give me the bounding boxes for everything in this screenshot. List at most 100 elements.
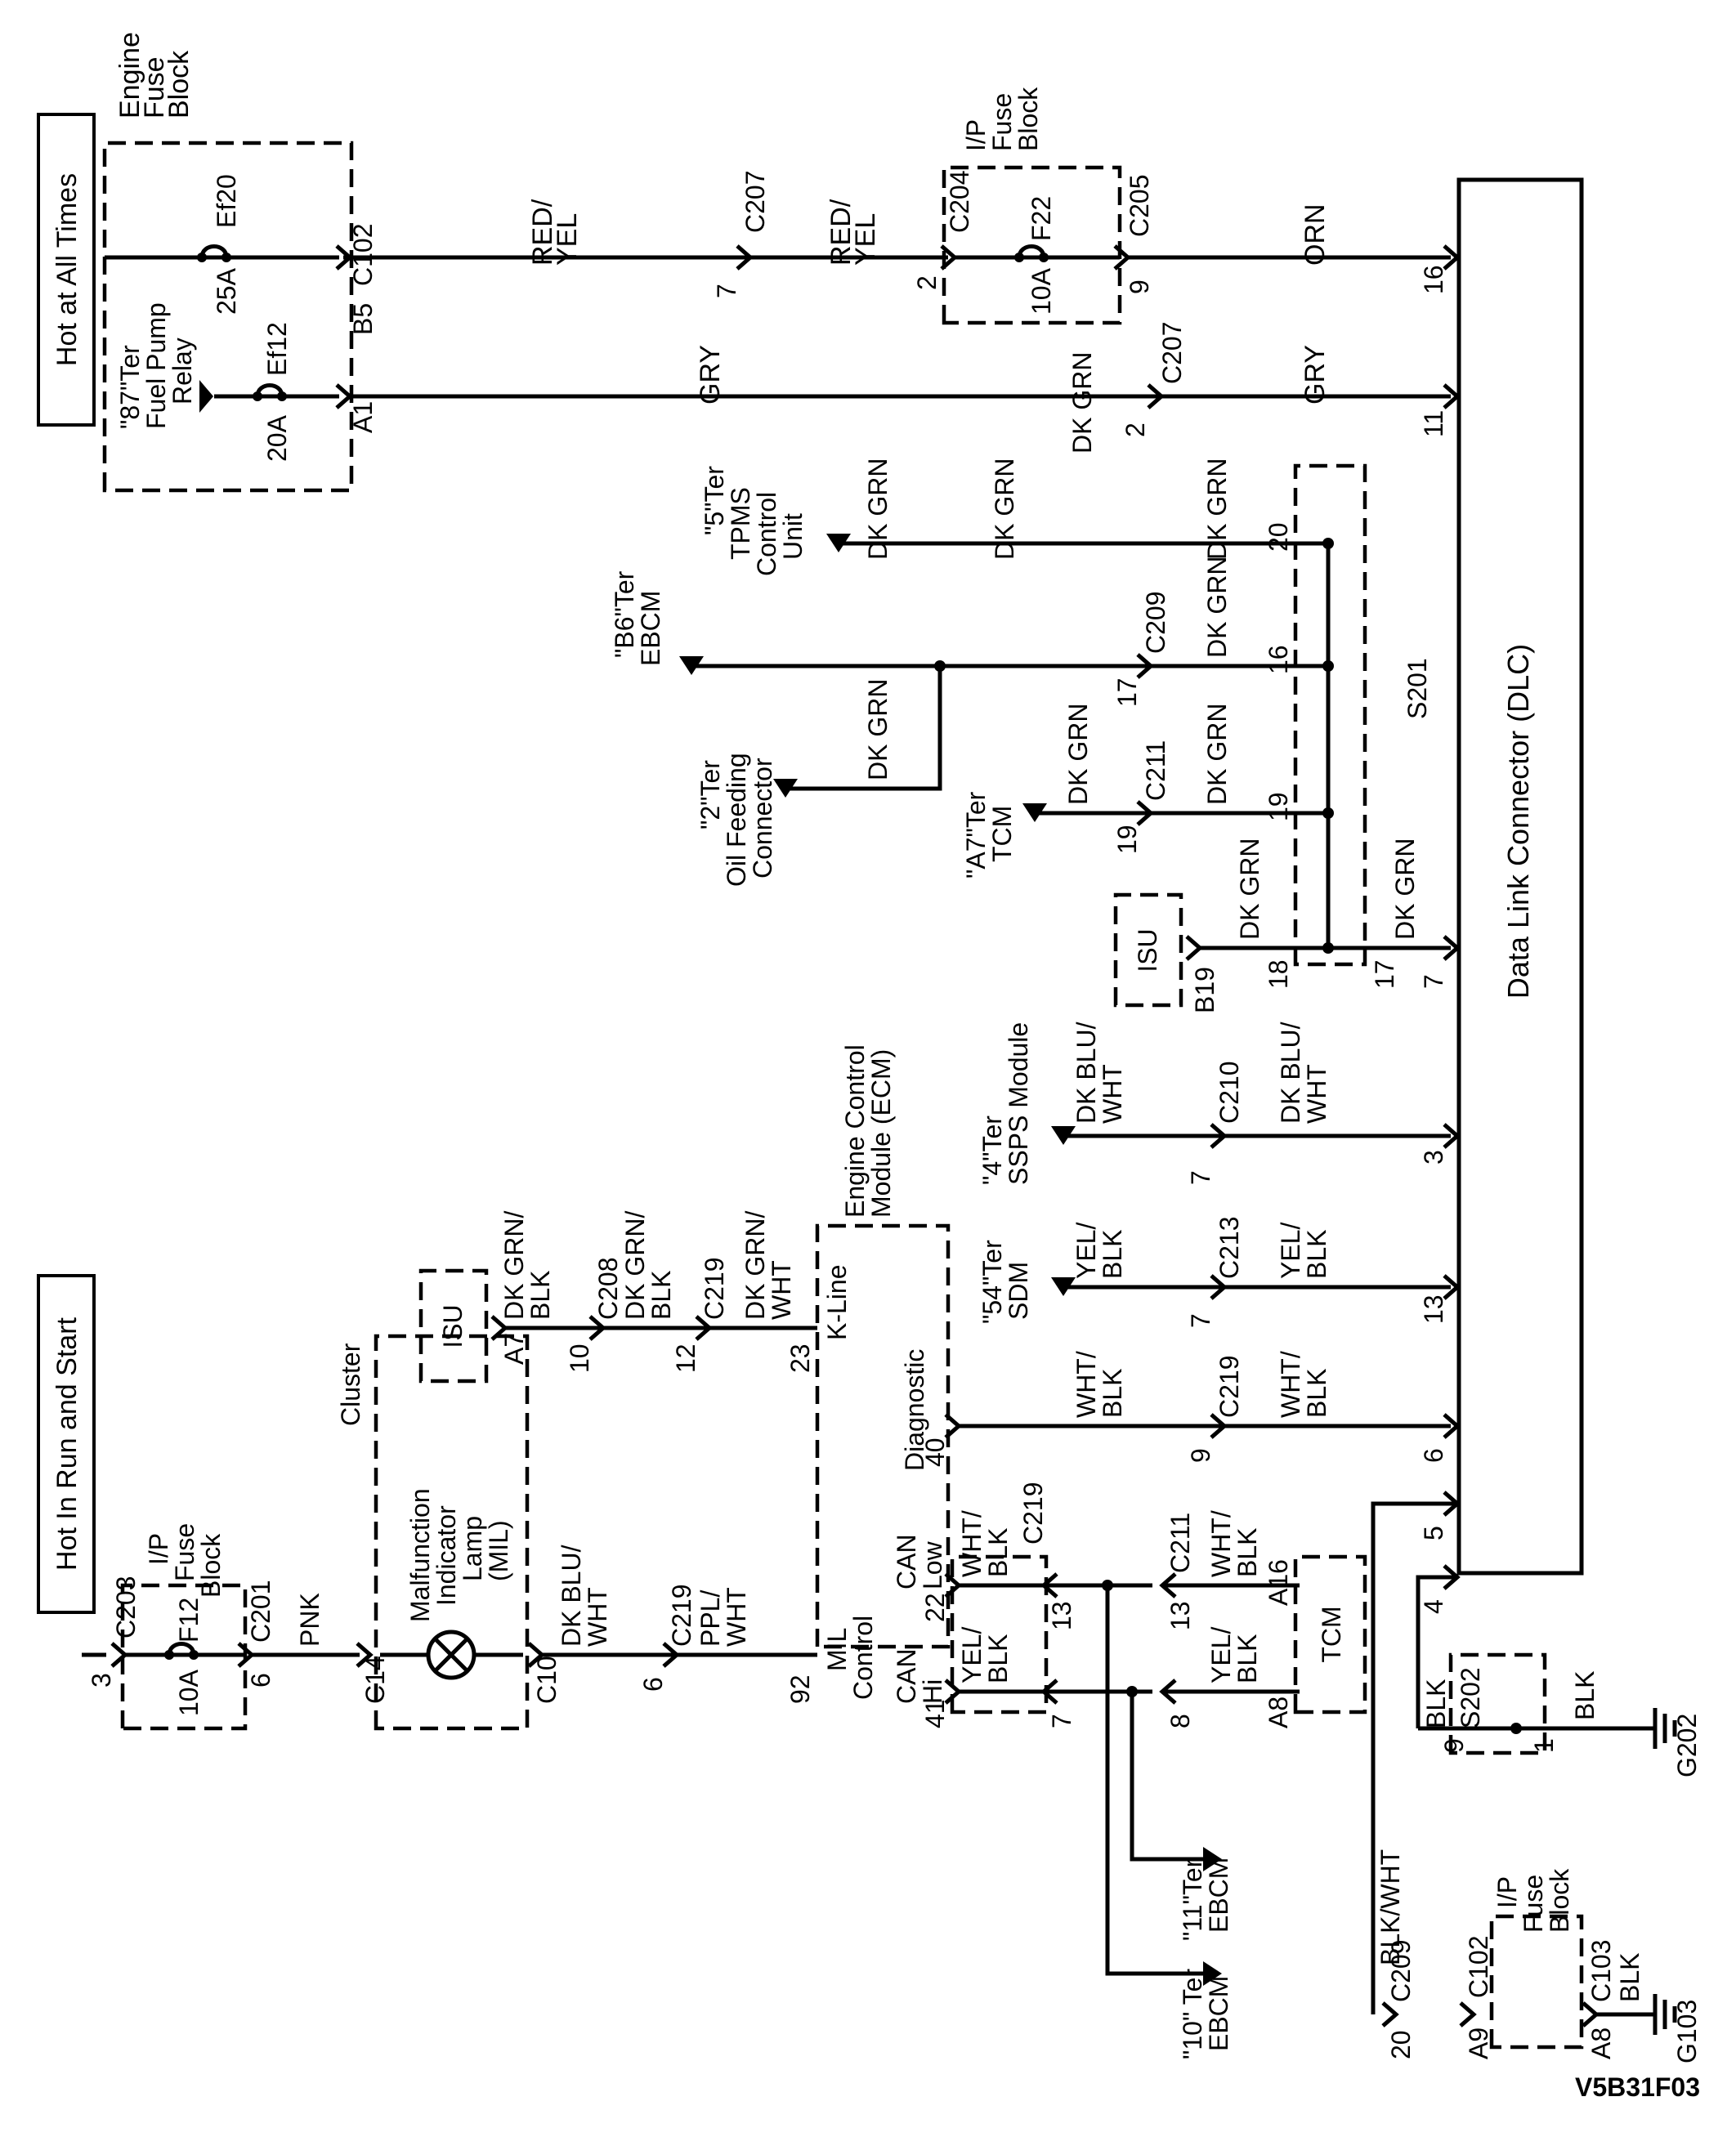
ebcm-11-arrow-icon <box>1203 1847 1222 1871</box>
c209-pin-17: 17 <box>1112 677 1142 707</box>
c201-label: C201 <box>246 1580 275 1643</box>
f22-rating: 10A <box>1027 267 1056 315</box>
s201-pin-18: 18 <box>1264 959 1293 989</box>
cluster-label: Cluster <box>336 1343 365 1426</box>
dlc-7-wire-label: DK GRN <box>1390 838 1420 940</box>
orn-label: ORN <box>1300 203 1331 266</box>
sdm-wire-label-1: YEL/ <box>1072 1223 1101 1279</box>
c209-label-gnd: C209 <box>1386 1940 1416 2003</box>
oil-feeding-label-2: Oil Feeding <box>722 753 751 887</box>
s201-pin-19: 19 <box>1264 792 1293 821</box>
c211-pin-8: 8 <box>1166 1714 1195 1728</box>
tpms-top-wire-label: DK GRN <box>1067 352 1097 454</box>
ecm-label-1: Engine Control <box>840 1044 870 1218</box>
gry-label-1: GRY <box>695 345 726 405</box>
red-yel-label-4: YEL <box>850 213 881 266</box>
ssps-wire-label-2: WHT <box>1098 1064 1127 1124</box>
g103-ground-icon <box>1653 1994 1677 2035</box>
tcm-a7-label-2: TCM <box>987 806 1017 862</box>
c219-pin-6: 6 <box>638 1677 668 1692</box>
red-yel-label-3: RED/ <box>825 199 857 266</box>
c103-a8-pin: A8 <box>1586 2027 1616 2059</box>
engine-fuse-block-label-3: Block <box>163 50 195 118</box>
sdm-wire-label-4: BLK <box>1302 1230 1331 1279</box>
ef20-fuse-icon <box>197 247 231 263</box>
s202-label: S202 <box>1456 1667 1485 1728</box>
ebcm-10-arrow-icon <box>1203 1961 1222 1986</box>
blk-label-dlc4: BLK <box>1421 1679 1451 1728</box>
mil-wire-label-1: DK BLU/ <box>557 1545 586 1647</box>
can-low-label-1: CAN <box>892 1534 921 1589</box>
hot-in-run-and-start-label: Hot In Run and Start <box>51 1317 83 1571</box>
c219-label-diag: C219 <box>1215 1356 1244 1419</box>
tcm-can-low-label-2: BLK <box>1233 1528 1262 1577</box>
c205-label: C205 <box>1125 175 1154 238</box>
s201-splice-box <box>1293 463 1367 967</box>
isu-a7-pin: A7 <box>499 1333 529 1365</box>
instrument-cluster <box>374 1334 530 1731</box>
sdm-terminal-icon <box>1051 1277 1076 1296</box>
tcm-can-low-label-1: WHT/ <box>1206 1510 1236 1577</box>
fuel-pump-relay-terminal-icon <box>199 380 213 413</box>
ebcm-b6-wire-label: DK GRN <box>1202 557 1232 658</box>
mil-label-3: Lamp <box>458 1516 487 1581</box>
ip-fuse-block-bottom-label-3: Block <box>1545 1868 1574 1933</box>
ebcm-b6-label-1: "B6"Ter <box>610 570 639 658</box>
tcm-a7-wire-label-2: DK GRN <box>1202 704 1232 805</box>
isu-left-label: ISU <box>438 1304 468 1348</box>
c209-pin-20-icon <box>1383 2003 1396 2026</box>
c219-pin-9: 9 <box>1186 1448 1215 1463</box>
sdm-wire-label-3: YEL/ <box>1276 1223 1305 1279</box>
c219-label-can: C219 <box>1018 1482 1048 1545</box>
ssps-label-1: "4"Ter <box>978 1115 1007 1185</box>
c207-pin-2: 2 <box>1121 422 1150 437</box>
tpms-label-3: Control <box>752 492 781 576</box>
ebcm-10-label-1: "10" Ter <box>1178 1969 1207 2059</box>
c219-can-connector-box <box>950 1554 1049 1715</box>
ecm-pin-41: 41 <box>920 1699 950 1728</box>
c219-pin-12: 12 <box>671 1343 700 1373</box>
red-yel-label-2: YEL <box>552 213 583 266</box>
ebcm-b6-terminal-icon <box>679 656 704 675</box>
b5-pin: B5 <box>348 303 378 335</box>
c219-label-mil: C219 <box>667 1585 696 1647</box>
ssps-terminal-icon <box>1051 1126 1076 1145</box>
mil-label-4: (MIL) <box>484 1520 513 1581</box>
c208-pin-10: 10 <box>565 1343 594 1373</box>
c210-label: C210 <box>1215 1062 1244 1124</box>
ip-fuse-block-left-label-2: Fuse <box>170 1523 199 1581</box>
kline-label: K-Line <box>822 1265 852 1341</box>
tpms-wire-label-1: DK GRN <box>863 458 893 560</box>
dlc-pin-4: 4 <box>1419 1599 1448 1614</box>
c211-label-can: C211 <box>1166 1513 1195 1573</box>
tpms-wire-label-2: DK GRN <box>990 458 1019 560</box>
f22-label: F22 <box>1027 196 1056 241</box>
dlc-pin-13: 13 <box>1419 1294 1448 1324</box>
f22-fuse-icon <box>1014 247 1049 263</box>
c102-label-gnd: C102 <box>1464 1936 1493 1999</box>
fuel-pump-relay-label-3: Relay <box>168 338 197 405</box>
can-hi-wire-label-1: YEL/ <box>957 1627 987 1683</box>
tcm-pin-a16: A16 <box>1264 1559 1293 1606</box>
c219-label-kline: C219 <box>700 1258 729 1321</box>
ebcm-11-label-2: EBCM <box>1204 1858 1233 1933</box>
fuel-pump-relay-label-2: Fuel Pump <box>141 302 171 429</box>
c209-pin-20: 20 <box>1386 2030 1416 2059</box>
ip-fuse-block-bottom-label-1: I/P <box>1492 1876 1522 1908</box>
c208-label: C208 <box>593 1258 623 1321</box>
diag-wire-label-3: WHT/ <box>1276 1351 1305 1418</box>
hot-at-all-times-label: Hot at All Times <box>51 173 83 366</box>
c207-label-gry: C207 <box>1157 322 1187 385</box>
a1-pin: A1 <box>348 401 378 433</box>
blk-label-g202: BLK <box>1570 1671 1600 1720</box>
dlc-pin-11: 11 <box>1419 410 1448 437</box>
g103-label: G103 <box>1672 2000 1702 2063</box>
tcm-a7-terminal-icon <box>1022 803 1047 822</box>
tcm-a7-label-1: "A7"Ter <box>961 791 991 878</box>
tcm-can-hi-label-1: YEL/ <box>1206 1627 1236 1683</box>
ebcm-10-wire <box>1105 1585 1210 1976</box>
ip-fuse-block-bottom-label-2: Fuse <box>1519 1875 1548 1933</box>
mil-label-2: Indicator <box>432 1505 461 1606</box>
c207-label-top: C207 <box>740 171 770 234</box>
tcm-pin-a8: A8 <box>1264 1697 1293 1728</box>
